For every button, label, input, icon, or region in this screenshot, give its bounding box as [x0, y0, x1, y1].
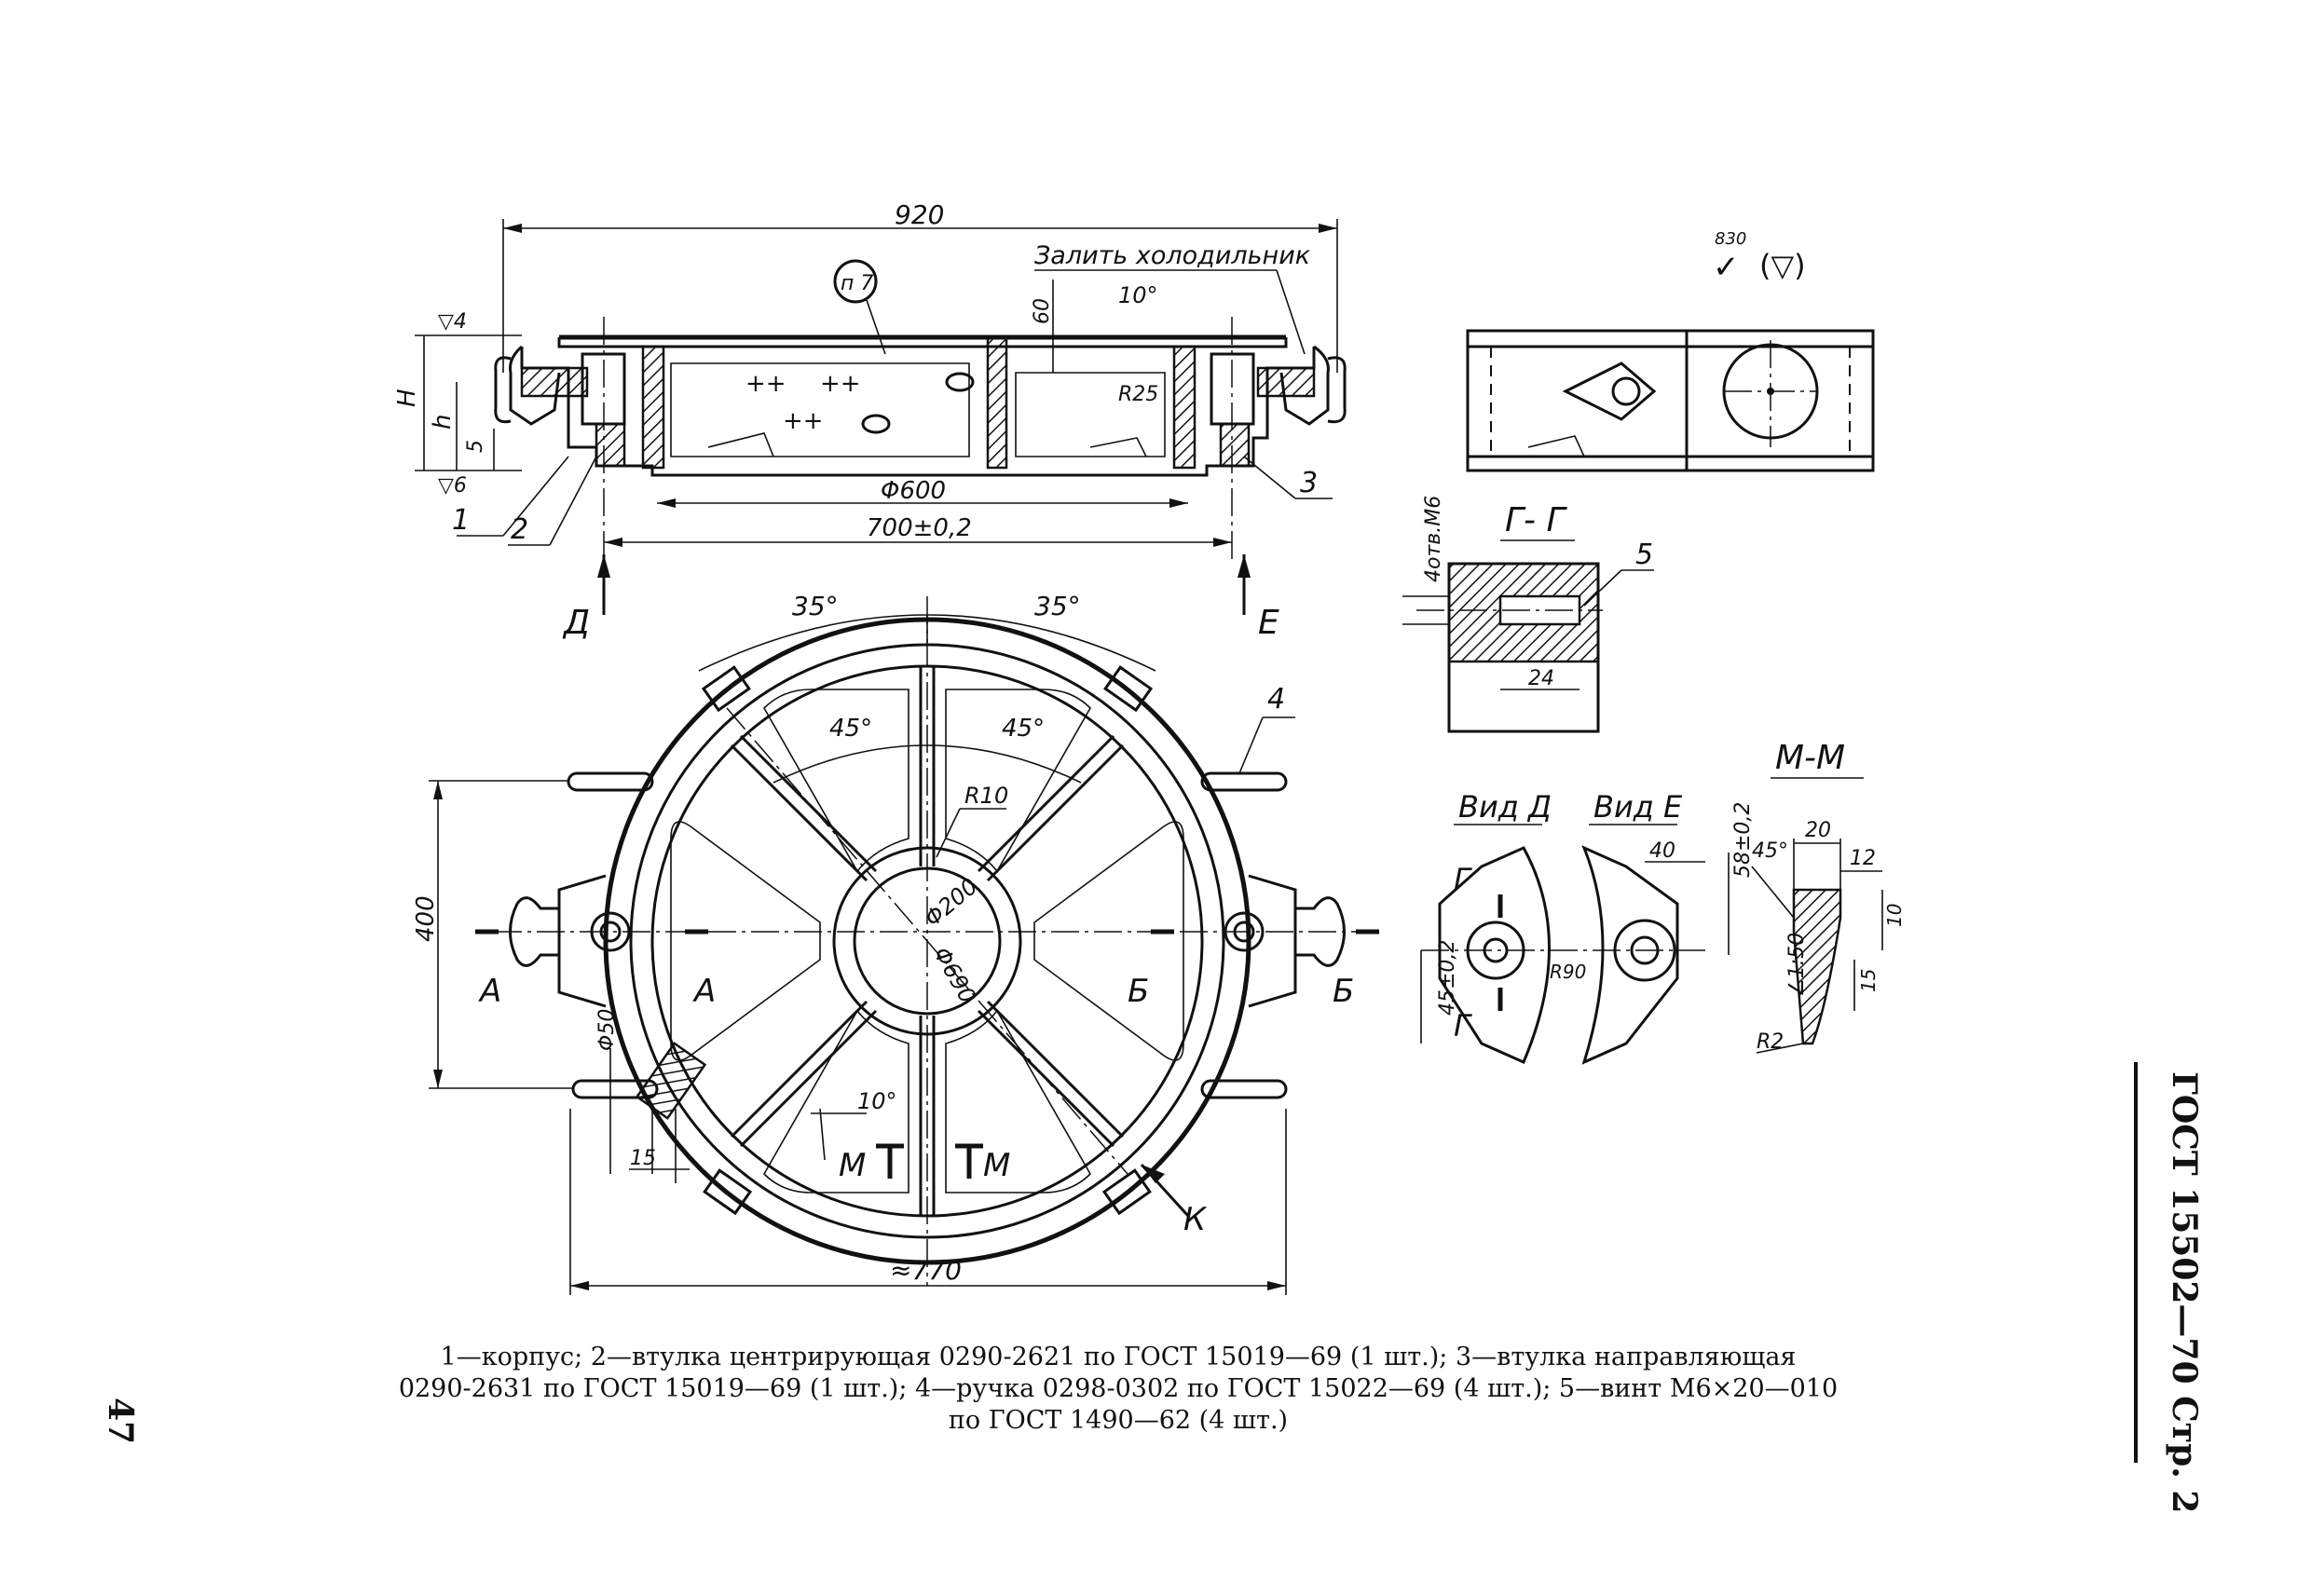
title-view-e: Вид Е: [1593, 789, 1683, 825]
roughness-note: (▽): [1759, 248, 1806, 283]
dim-angle-10-bottom: 10°: [857, 1088, 897, 1114]
dim-angle-45-mm: 45°: [1752, 839, 1788, 863]
dim-dia-200: Φ200: [920, 873, 983, 932]
section-m-left: М: [839, 1147, 866, 1184]
section-m-right: М: [983, 1147, 1010, 1184]
top-section-view: 920 ++ ++ ++: [393, 199, 1347, 642]
dim-h-big: H: [393, 389, 421, 407]
svg-text:✓: ✓: [1713, 249, 1740, 286]
note-fill-coolant: Залить холодильник: [1034, 241, 1311, 270]
dim-12: 12: [1850, 847, 1876, 870]
roughness-6: ▽6: [438, 474, 467, 498]
dim-dia-50: Φ50: [595, 1009, 619, 1051]
section-gg: Г- Г 4отв.М6 24 5: [1402, 496, 1654, 733]
svg-text:++: ++: [783, 407, 824, 435]
standard-side-title: ГОСТ 15502—70 Стр. 2: [2165, 1071, 2204, 1514]
title-section-gg: Г- Г: [1505, 501, 1567, 539]
dim-angle-45-right: 45°: [1002, 715, 1045, 743]
dim-h-small: h: [429, 415, 457, 430]
callout-5: 5: [1635, 539, 1653, 571]
title-section-mm: М-М: [1775, 739, 1845, 777]
section-a-right: А: [692, 973, 716, 1010]
section-b-left: Б: [1128, 973, 1149, 1010]
plan-view: 35° 35° 45° 45° R10 Φ200 Φ690 400 А А Б …: [412, 591, 1379, 1295]
section-g-bottom: Г: [1454, 1008, 1472, 1044]
roughness-mark: 830: [1715, 229, 1746, 249]
dim-400: 400: [412, 895, 440, 942]
dim-angle-35-right: 35°: [1034, 591, 1081, 621]
svg-text:++: ++: [820, 370, 861, 398]
dim-dia-690: Φ690: [928, 943, 981, 1008]
arrow-view-d: Д: [562, 604, 590, 642]
dim-60: 60: [1031, 298, 1054, 324]
dim-920: 920: [895, 199, 944, 230]
dim-angle-45-left: 45°: [829, 715, 872, 743]
dim-10: 10: [1883, 904, 1906, 927]
roughness-4: ▽4: [438, 310, 467, 334]
dim-r25: R25: [1118, 383, 1158, 406]
dim-angle-35-left: 35°: [792, 591, 839, 621]
dim-approx-770: ≈770: [890, 1255, 962, 1286]
callout-4: 4: [1267, 683, 1285, 716]
dim-20: 20: [1805, 819, 1831, 842]
page-number: 47: [101, 1398, 140, 1445]
arrow-view-k: К: [1183, 1201, 1208, 1238]
caption-line-1: 1—корпус; 2—втулка центрирующая 0290-262…: [440, 1343, 1797, 1371]
dim-r90: R90: [1550, 961, 1586, 983]
side-view: 830 ✓ (▽): [1466, 229, 1875, 472]
dim-5: 5: [464, 440, 487, 453]
caption-line-2: 0290-2631 по ГОСТ 15019—69 (1 шт.); 4—ру…: [398, 1374, 1839, 1403]
dim-40: 40: [1649, 839, 1675, 863]
dim-58: 58±0,2: [1731, 802, 1755, 878]
dim-holes-m6: 4отв.М6: [1422, 496, 1445, 582]
label-p7: п 7: [841, 272, 873, 295]
callout-2: 2: [511, 513, 528, 546]
dim-taper: ∠1:50: [1785, 933, 1809, 997]
section-mm: М-М 20 12 45° 10 15 ∠1:50 R2: [1751, 739, 1906, 1054]
section-b-right: Б: [1333, 973, 1354, 1010]
dim-15-mm: 15: [1857, 969, 1880, 992]
dim-700: 700±0,2: [867, 514, 972, 542]
section-a-left: А: [478, 973, 501, 1010]
side-rule: [2134, 1062, 2138, 1463]
parts-caption: 1—корпус; 2—втулка центрирующая 0290-262…: [354, 1342, 1882, 1437]
dim-45: 45±0,2: [1436, 940, 1459, 1016]
callout-3: 3: [1300, 467, 1318, 499]
dim-angle-10-top: 10°: [1118, 282, 1158, 308]
views-d-e: Вид Д Вид Е Г Г R90 40 58±0,2 45±0,2: [1420, 789, 1755, 1065]
arrow-view-e: Е: [1258, 604, 1279, 642]
dim-15: 15: [630, 1147, 656, 1170]
dim-r10: R10: [964, 783, 1008, 809]
title-view-d: Вид Д: [1458, 789, 1552, 825]
svg-text:++: ++: [745, 370, 786, 398]
dim-24: 24: [1528, 667, 1554, 690]
section-g-top: Г: [1454, 862, 1472, 897]
dim-dia-600: Φ600: [881, 477, 946, 505]
caption-line-3: по ГОСТ 1490—62 (4 шт.): [948, 1406, 1289, 1435]
callout-1: 1: [452, 504, 470, 537]
